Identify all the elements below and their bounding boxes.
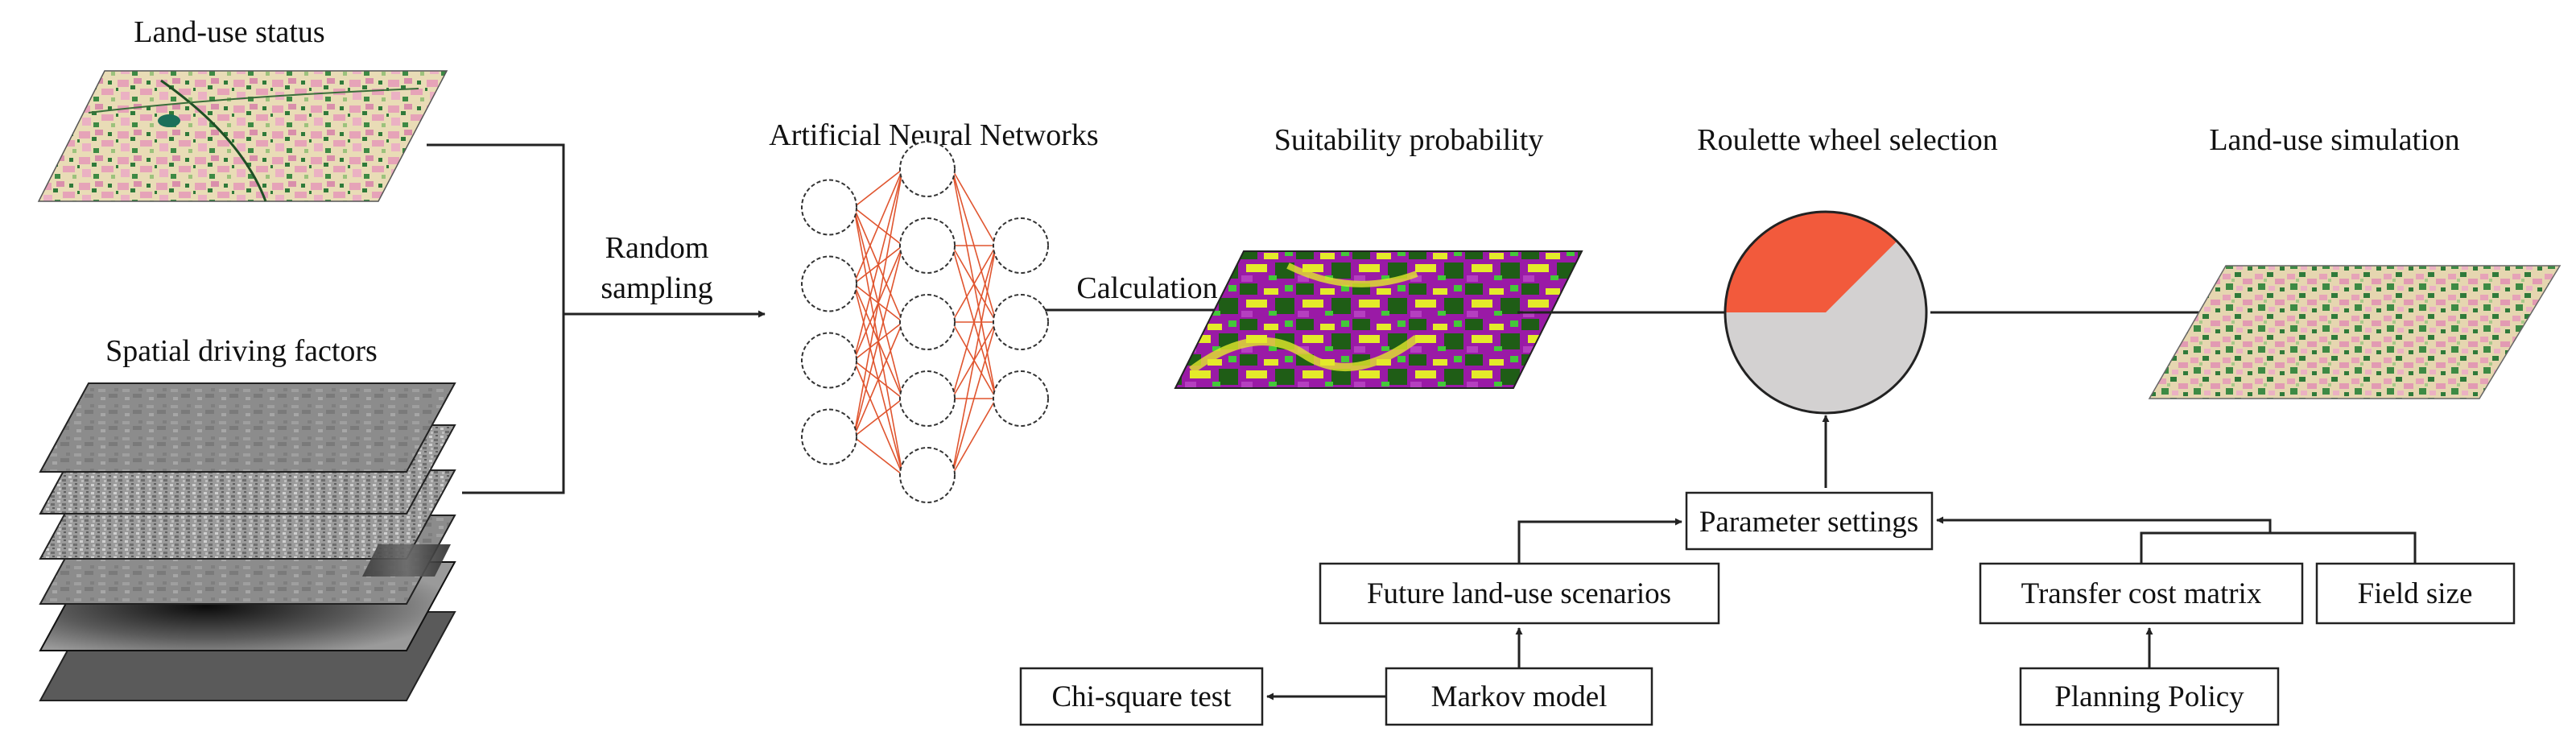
suitability-probability-label: Suitability probability xyxy=(1274,123,1544,157)
spatial-driving-factors-label: Spatial driving factors xyxy=(105,334,378,368)
nn-node-layer-1 xyxy=(801,408,857,465)
nn-edge xyxy=(951,245,997,399)
nn-node-layer-1 xyxy=(801,179,857,236)
planning-policy-box xyxy=(2019,667,2280,726)
nn-edge xyxy=(951,245,997,476)
nn-node-layer-2 xyxy=(899,294,956,350)
future-scenarios-text: Future land-use scenarios xyxy=(1367,577,1671,610)
neural-network xyxy=(801,141,1049,503)
field-size-box xyxy=(2315,562,2516,625)
nn-edge xyxy=(852,168,904,284)
nn-edge xyxy=(852,245,904,437)
nn-edge xyxy=(852,168,904,361)
land-use-simulation-label: Land-use simulation xyxy=(2209,123,2459,157)
nn-node-layer-2 xyxy=(899,447,956,503)
nn-edge xyxy=(951,398,997,476)
roulette-wheel xyxy=(1724,210,1928,415)
driving-factor-layers xyxy=(39,382,456,701)
nn-edge xyxy=(951,321,997,476)
transfer-cost-matrix-text: Transfer cost matrix xyxy=(2021,577,2262,610)
nn-node-layer-3 xyxy=(993,370,1049,427)
chi-square-text: Chi-square test xyxy=(1052,680,1232,713)
nn-node-layer-2 xyxy=(899,217,956,274)
nn-edge xyxy=(852,321,904,437)
roulette-selected-sector xyxy=(1725,211,1897,312)
land-use-status-label: Land-use status xyxy=(134,15,324,49)
arrow-scenarios-to-params xyxy=(1517,518,1682,564)
nn-edge xyxy=(951,168,997,246)
planning-policy-text: Planning Policy xyxy=(2054,680,2244,713)
roulette-wheel-label: Roulette wheel selection xyxy=(1697,123,1998,157)
nn-node-layer-2 xyxy=(899,370,956,427)
arrow-right-group-to-params xyxy=(1936,516,2272,533)
suitability-probability-map xyxy=(1174,250,1583,389)
random-sampling-label-1: Random xyxy=(605,231,709,265)
nn-node-layer-3 xyxy=(993,217,1049,274)
nn-node-layer-1 xyxy=(801,332,857,389)
field-size-text: Field size xyxy=(2358,577,2473,610)
markov-model-box xyxy=(1385,667,1653,726)
calculation-label: Calculation xyxy=(1076,271,1217,305)
nn-node-layer-3 xyxy=(993,294,1049,350)
transfer-cost-matrix-box xyxy=(1979,562,2304,625)
nn-edge xyxy=(853,436,903,476)
future-scenarios-box xyxy=(1319,562,1720,625)
nn-edge xyxy=(853,398,903,438)
nn-edge xyxy=(853,168,903,209)
chi-square-box xyxy=(1019,667,1264,726)
nn-edge xyxy=(951,245,997,323)
connector-right-group xyxy=(2140,531,2417,564)
nn-node-layer-2 xyxy=(899,141,956,197)
connector-land-use xyxy=(427,143,565,494)
markov-model-text: Markov model xyxy=(1431,680,1608,713)
nn-node-layer-1 xyxy=(801,255,857,312)
random-sampling-label-2: sampling xyxy=(601,271,712,305)
land-use-status-map xyxy=(37,70,448,202)
land-use-simulation-map xyxy=(2148,265,2562,399)
nn-edge xyxy=(852,168,904,437)
parameter-settings-box xyxy=(1685,491,1934,551)
parameter-settings-text: Parameter settings xyxy=(1699,506,1918,539)
